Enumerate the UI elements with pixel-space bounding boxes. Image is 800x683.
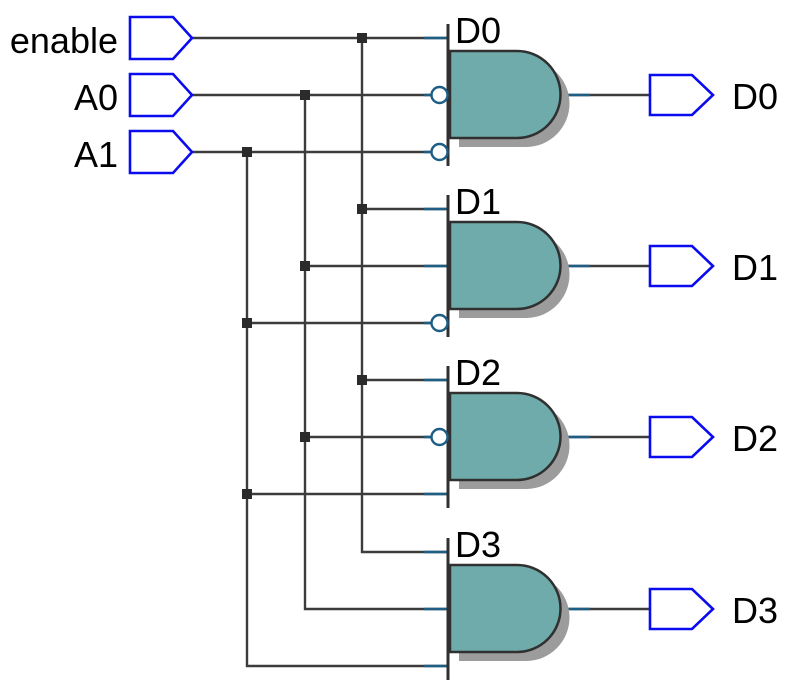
output-label-d0: D0 xyxy=(732,76,778,117)
output-label-d3: D3 xyxy=(732,590,778,631)
gate-body[interactable] xyxy=(448,49,562,140)
gate-body[interactable] xyxy=(448,563,562,654)
input-pin-a1[interactable] xyxy=(128,129,194,175)
inversion-bubble-d0-a1 xyxy=(430,142,449,162)
input-pin-a0[interactable] xyxy=(128,72,194,118)
output-label-d2: D2 xyxy=(732,418,778,459)
junction-dot xyxy=(300,432,310,442)
input-pin-layer xyxy=(128,15,194,175)
output-pin-layer xyxy=(648,73,715,631)
junction-dot xyxy=(242,489,252,499)
wire-layer xyxy=(192,36,650,668)
wire-enable-net[interactable] xyxy=(192,36,448,554)
wire-a1-net[interactable] xyxy=(192,150,448,668)
junction-dot xyxy=(242,147,252,157)
gate-body[interactable] xyxy=(448,220,562,311)
junction-dot xyxy=(357,33,367,43)
and-gate-d2[interactable] xyxy=(446,366,570,508)
wire-a0-net[interactable] xyxy=(192,93,448,611)
gate-label-d1: D1 xyxy=(455,181,501,222)
label-layer: enable A0 A1 D0 D1 D2 D3 D0 D1 D2 D3 xyxy=(10,10,778,631)
and-gate-d0[interactable] xyxy=(446,24,570,166)
output-label-d1: D1 xyxy=(732,247,778,288)
inversion-bubble-layer xyxy=(430,85,449,447)
junction-dot xyxy=(357,375,367,385)
gate-label-d3: D3 xyxy=(455,524,501,565)
inversion-bubble-d1-a1 xyxy=(430,313,449,333)
junction-dot xyxy=(300,261,310,271)
gate-connection-stubs xyxy=(424,36,590,668)
output-pin-d0[interactable] xyxy=(648,73,715,117)
input-pin-enable[interactable] xyxy=(128,15,194,61)
inversion-bubble-d0-a0 xyxy=(430,85,449,105)
gate-label-d2: D2 xyxy=(455,352,501,393)
input-label-enable: enable xyxy=(10,20,118,61)
junction-dot xyxy=(242,318,252,328)
gate-label-d0: D0 xyxy=(455,10,501,51)
output-pin-d2[interactable] xyxy=(648,415,715,459)
input-label-a1: A1 xyxy=(74,134,118,175)
output-pin-d3[interactable] xyxy=(648,587,715,631)
gate-output-stubs xyxy=(560,93,590,611)
output-pin-d1[interactable] xyxy=(648,244,715,288)
junction-dot xyxy=(357,204,367,214)
inversion-bubble-d2-a0 xyxy=(430,427,449,447)
input-label-a0: A0 xyxy=(74,77,118,118)
junction-layer xyxy=(242,33,367,499)
junction-dot xyxy=(300,90,310,100)
and-gate-d3[interactable] xyxy=(446,538,570,680)
and-gate-d1[interactable] xyxy=(446,195,570,337)
gate-body[interactable] xyxy=(448,391,562,482)
gate-input-stubs xyxy=(424,36,448,668)
